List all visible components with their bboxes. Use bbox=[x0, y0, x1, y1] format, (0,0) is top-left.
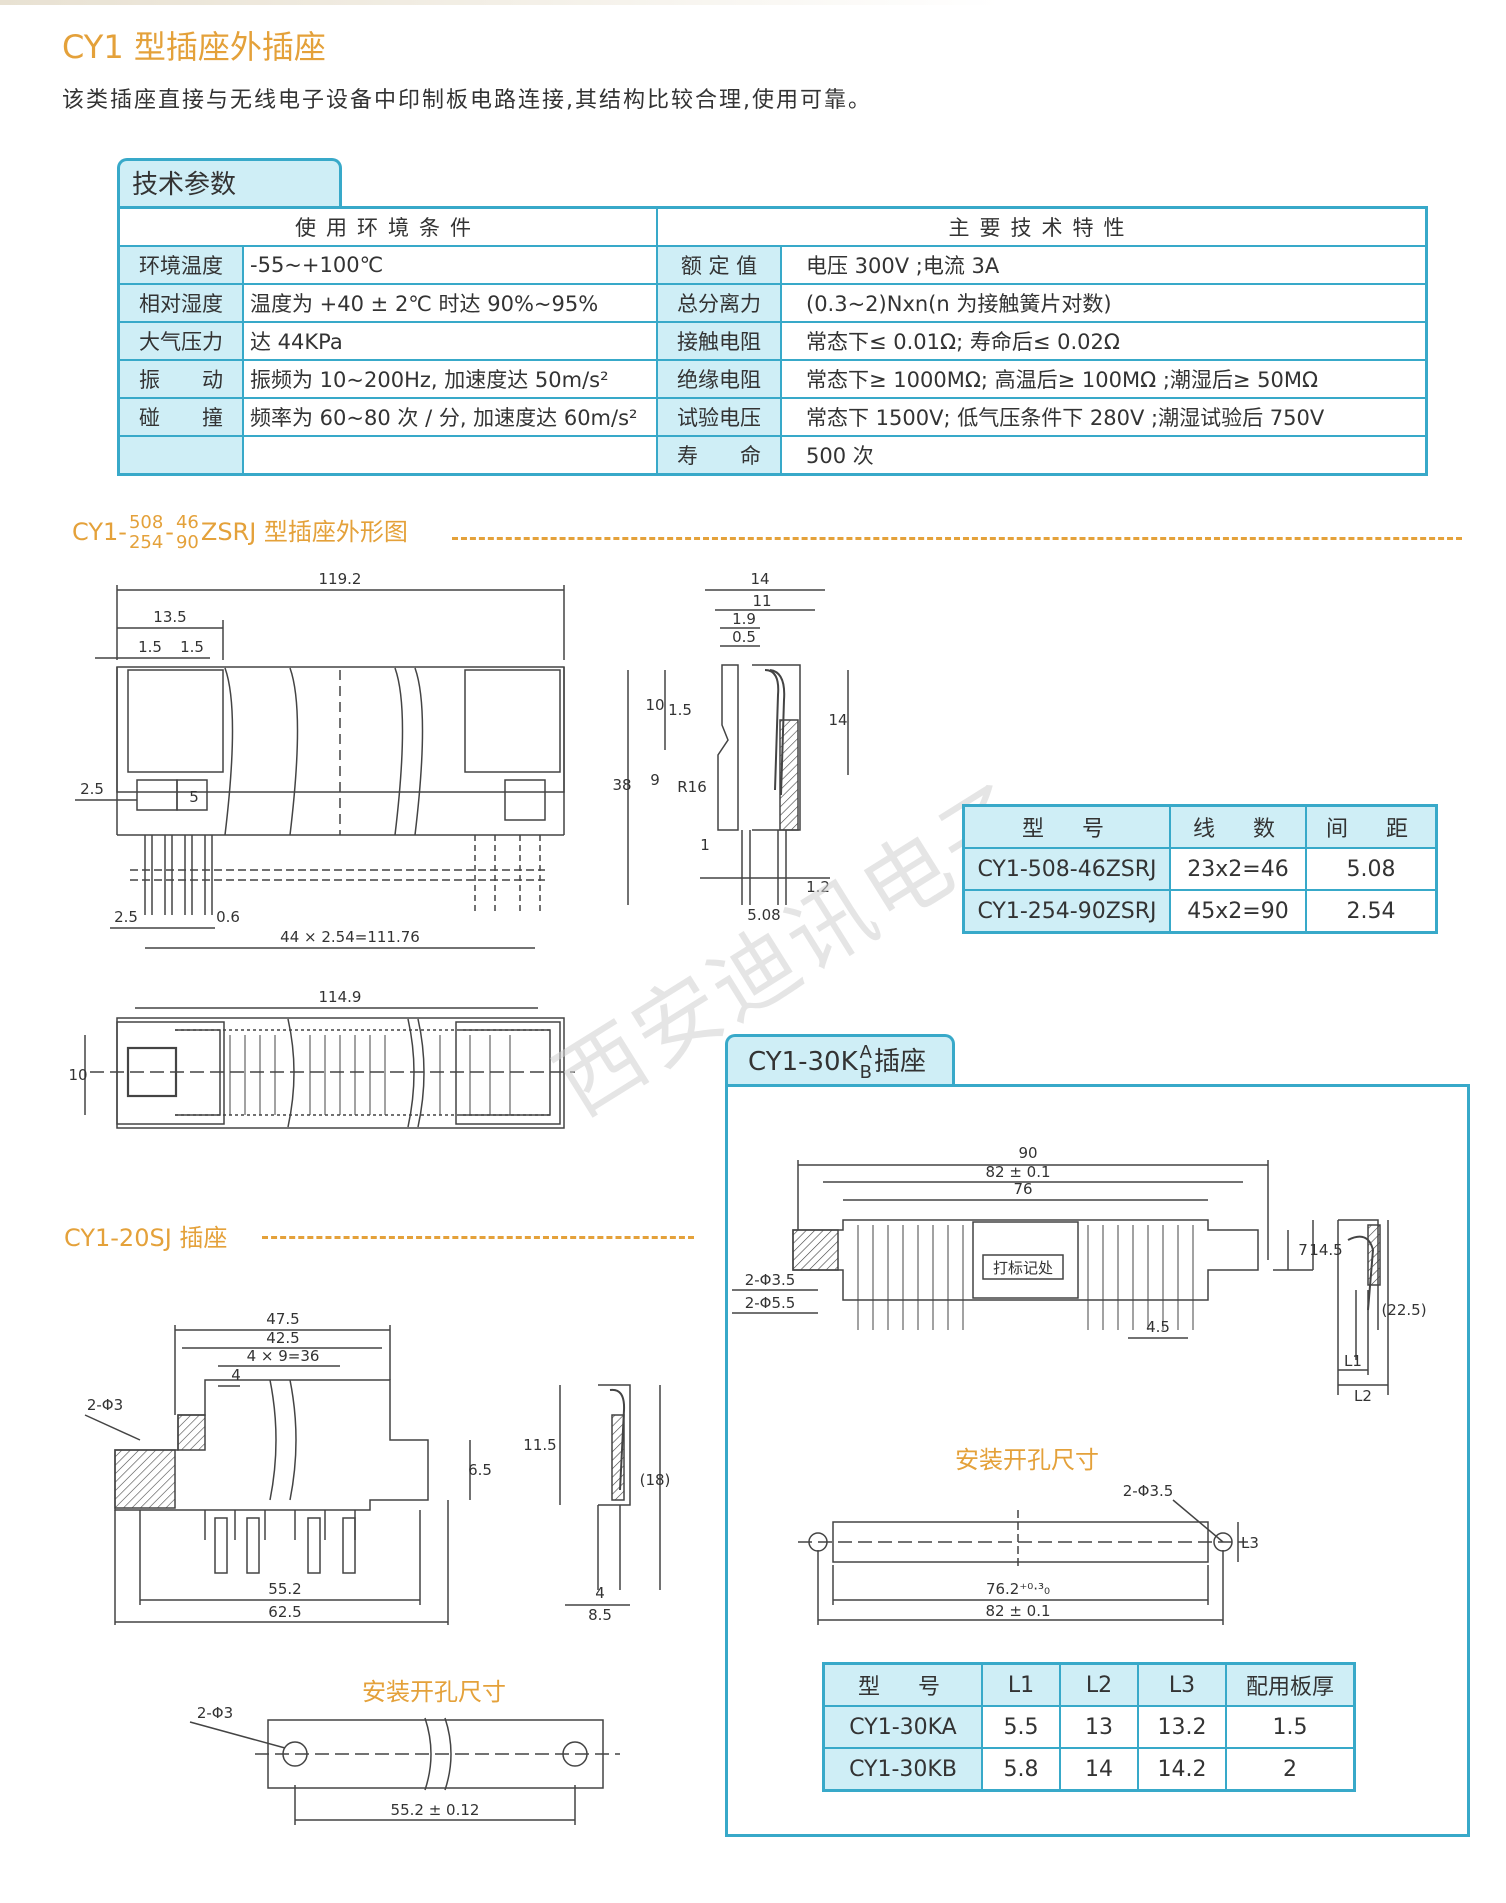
svg-text:7: 7 bbox=[1298, 1241, 1308, 1259]
section2-divider bbox=[262, 1236, 694, 1239]
svg-text:6.5: 6.5 bbox=[468, 1461, 492, 1479]
svg-text:13.5: 13.5 bbox=[153, 608, 186, 626]
page-title: CY1 型插座外插座 bbox=[62, 28, 326, 66]
svg-text:8.5: 8.5 bbox=[588, 1606, 612, 1624]
table-row: 型 号 L1 L2 L3 配用板厚 bbox=[822, 1662, 1356, 1707]
svg-text:55.2 ± 0.12: 55.2 ± 0.12 bbox=[391, 1801, 480, 1819]
section1-drawing: 119.2 13.5 1.5 1.5 2.5 5 2.5 0.6 44 × 2.… bbox=[68, 570, 849, 1129]
svg-text:11: 11 bbox=[752, 592, 771, 610]
svg-text:2-Φ3: 2-Φ3 bbox=[197, 1704, 233, 1722]
model-table-2: 型 号 L1 L2 L3 配用板厚 CY1-30KA 5.5 13 13.2 1… bbox=[822, 1662, 1356, 1792]
svg-text:(18): (18) bbox=[640, 1471, 671, 1489]
svg-text:114.9: 114.9 bbox=[319, 988, 362, 1006]
svg-text:1.2: 1.2 bbox=[806, 878, 830, 896]
svg-text:1.5: 1.5 bbox=[138, 638, 162, 656]
svg-text:55.2: 55.2 bbox=[268, 1580, 301, 1598]
svg-text:2.5: 2.5 bbox=[80, 780, 104, 798]
spec-table: 使用环境条件 主要技术特性 环境温度 -55~+100℃ 额 定 值 电压 30… bbox=[117, 206, 1428, 476]
section3-mount-drawing: 2-Φ3.5 L3 76.2⁺⁰·³₀ 82 ± 0.1 bbox=[798, 1482, 1259, 1625]
section2-mount-drawing: 2-Φ3 55.2 ± 0.12 bbox=[189, 1704, 620, 1825]
svg-text:47.5: 47.5 bbox=[266, 1310, 299, 1328]
svg-text:(22.5): (22.5) bbox=[1381, 1301, 1426, 1319]
svg-text:14: 14 bbox=[750, 570, 769, 588]
svg-text:42.5: 42.5 bbox=[266, 1329, 299, 1347]
svg-text:L2: L2 bbox=[1354, 1387, 1372, 1405]
svg-text:82 ± 0.1: 82 ± 0.1 bbox=[985, 1163, 1050, 1181]
top-decor-bar bbox=[0, 0, 1000, 5]
table-row: 大气压力 达 44KPa 接触电阻 常态下≤ 0.01Ω; 寿命后≤ 0.02Ω bbox=[117, 321, 1428, 361]
table-row: CY1-30KB 5.8 14 14.2 2 bbox=[822, 1747, 1356, 1792]
svg-text:38: 38 bbox=[612, 776, 631, 794]
svg-text:2-Φ3: 2-Φ3 bbox=[87, 1396, 123, 1414]
svg-text:0.5: 0.5 bbox=[732, 628, 756, 646]
table-row: 寿 命 500 次 bbox=[117, 435, 1428, 476]
svg-text:90: 90 bbox=[1018, 1144, 1037, 1162]
table-row: 相对湿度 温度为 +40 ± 2℃ 时达 90%~95% 总分离力 (0.3~2… bbox=[117, 283, 1428, 323]
svg-text:0.6: 0.6 bbox=[216, 908, 240, 926]
intro-text: 该类插座直接与无线电子设备中印制板电路连接,其结构比较合理,使用可靠。 bbox=[62, 88, 872, 113]
table-row: 环境温度 -55~+100℃ 额 定 值 电压 300V ;电流 3A bbox=[117, 245, 1428, 285]
svg-text:4 × 9=36: 4 × 9=36 bbox=[247, 1347, 320, 1365]
section3-mount-title: 安装开孔尺寸 bbox=[955, 1446, 1099, 1474]
model-table-1: 型 号 线 数 间 距 CY1-508-46ZSRJ 23x2=46 5.08 … bbox=[962, 804, 1438, 934]
svg-text:L1: L1 bbox=[1344, 1352, 1362, 1370]
svg-text:4: 4 bbox=[231, 1366, 241, 1384]
table-row: CY1-254-90ZSRJ 45x2=90 2.54 bbox=[962, 889, 1438, 934]
table-row: 型 号 线 数 间 距 bbox=[962, 804, 1438, 849]
svg-text:5: 5 bbox=[189, 788, 199, 806]
svg-text:62.5: 62.5 bbox=[268, 1603, 301, 1621]
svg-text:76: 76 bbox=[1013, 1180, 1032, 1198]
table-row: CY1-508-46ZSRJ 23x2=46 5.08 bbox=[962, 847, 1438, 891]
svg-text:1.9: 1.9 bbox=[732, 610, 756, 628]
svg-text:L3: L3 bbox=[1241, 1534, 1259, 1552]
svg-text:82 ± 0.1: 82 ± 0.1 bbox=[985, 1602, 1050, 1620]
table-row: CY1-30KA 5.5 13 13.2 1.5 bbox=[822, 1705, 1356, 1749]
section2-drawing: 47.5 42.5 4 × 9=36 4 2-Φ3 6.5 55.2 62.5 … bbox=[84, 1310, 671, 1625]
svg-text:119.2: 119.2 bbox=[319, 570, 362, 588]
svg-text:打标记处: 打标记处 bbox=[993, 1259, 1053, 1277]
table-row: 碰 撞 频率为 60~80 次 / 分, 加速度达 60m/s² 试验电压 常态… bbox=[117, 397, 1428, 437]
section3-box bbox=[725, 1084, 1470, 1837]
svg-text:2-Φ3.5: 2-Φ3.5 bbox=[1123, 1482, 1174, 1500]
section1-divider bbox=[452, 537, 1462, 540]
svg-text:2-Φ5.5: 2-Φ5.5 bbox=[745, 1294, 796, 1312]
svg-text:1.5: 1.5 bbox=[668, 701, 692, 719]
section3-drawing: 90 82 ± 0.1 76 2-Φ3.5 2-Φ5.5 打标记处 7 14.5… bbox=[732, 1144, 1427, 1405]
section2-title: CY1-20SJ 插座 bbox=[64, 1224, 228, 1252]
svg-text:5.08: 5.08 bbox=[747, 906, 780, 924]
svg-text:11.5: 11.5 bbox=[523, 1436, 556, 1454]
svg-text:1.5: 1.5 bbox=[180, 638, 204, 656]
svg-text:14.5: 14.5 bbox=[1309, 1241, 1342, 1259]
svg-text:4: 4 bbox=[595, 1584, 605, 1602]
svg-text:76.2⁺⁰·³₀: 76.2⁺⁰·³₀ bbox=[986, 1580, 1050, 1598]
svg-text:1: 1 bbox=[700, 836, 710, 854]
svg-text:10: 10 bbox=[645, 696, 664, 714]
svg-text:2.5: 2.5 bbox=[114, 908, 138, 926]
svg-text:4.5: 4.5 bbox=[1146, 1318, 1170, 1336]
table-row: 振 动 振频为 10~200Hz, 加速度达 50m/s² 绝缘电阻 常态下≥ … bbox=[117, 359, 1428, 399]
svg-text:R16: R16 bbox=[677, 778, 707, 796]
svg-text:10: 10 bbox=[68, 1066, 87, 1084]
env-head: 使用环境条件 bbox=[117, 206, 658, 247]
tech-head: 主要技术特性 bbox=[656, 206, 1428, 247]
section2-mount-title: 安装开孔尺寸 bbox=[362, 1678, 506, 1706]
spec-tab: 技术参数 bbox=[117, 158, 342, 206]
svg-text:2-Φ3.5: 2-Φ3.5 bbox=[745, 1271, 796, 1289]
svg-text:14: 14 bbox=[828, 711, 847, 729]
svg-text:9: 9 bbox=[650, 771, 660, 789]
svg-text:44 × 2.54=111.76: 44 × 2.54=111.76 bbox=[280, 928, 420, 946]
